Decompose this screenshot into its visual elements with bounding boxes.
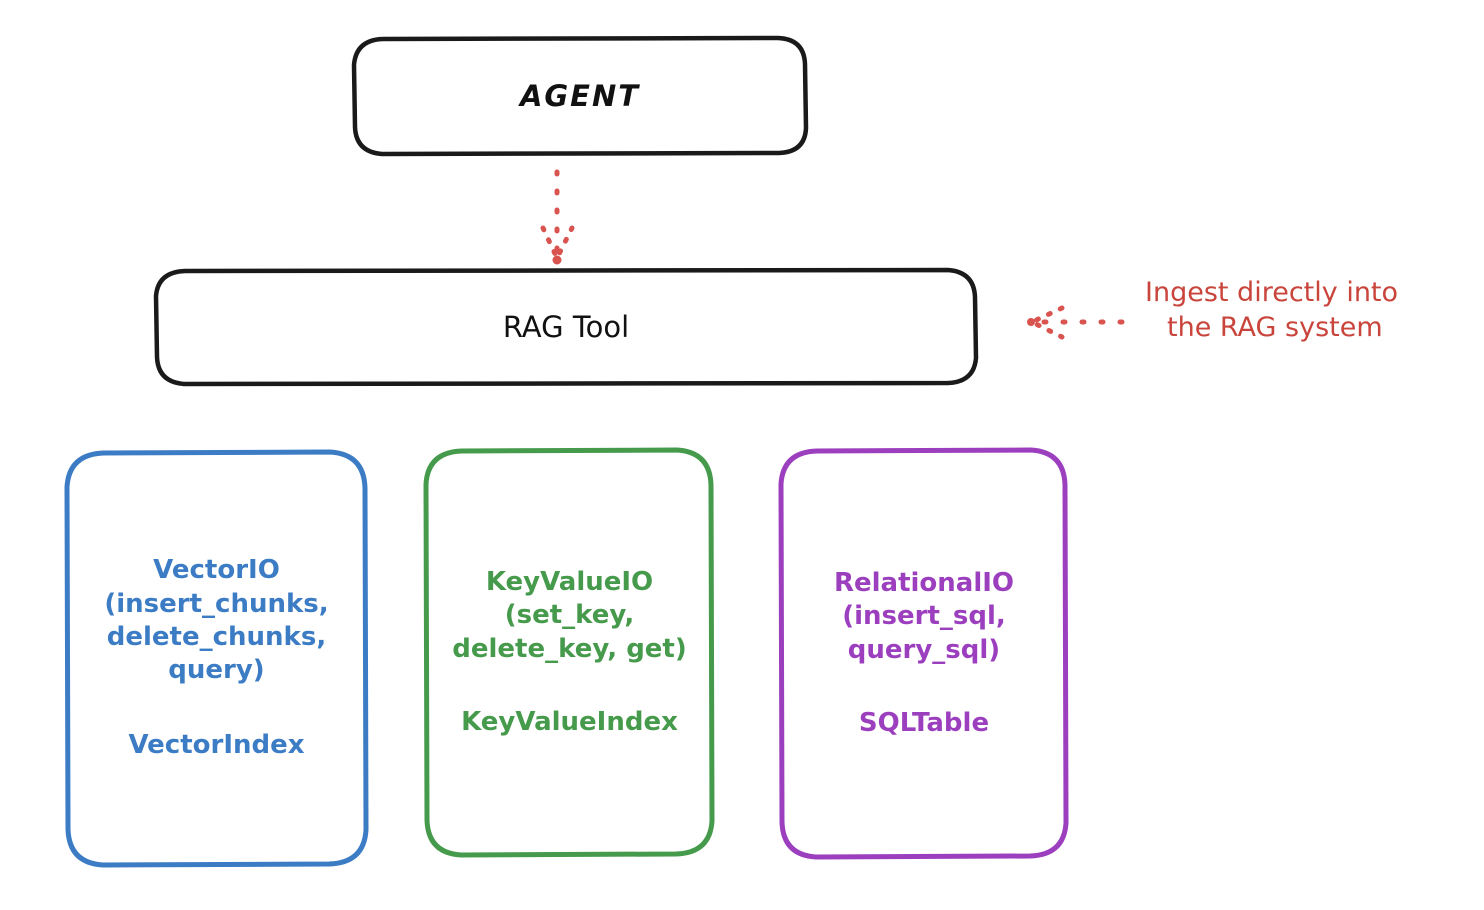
ingest-annotation-connector xyxy=(1027,305,1125,340)
relational-io-api-block: RelationalIO (insert_sql, query_sql) xyxy=(834,567,1014,667)
sql-table-label: SQLTable xyxy=(858,707,990,738)
agent-label: AGENT xyxy=(519,79,641,113)
keyvalue-index-label: KeyValueIndex xyxy=(461,706,678,737)
agent-node[interactable]: AGENT xyxy=(355,38,805,154)
vector-io-api-line-3: delete_chunks, xyxy=(106,621,327,652)
rag-tool-box-outline[interactable] xyxy=(153,267,979,387)
vector-io-api-line-1: VectorIO xyxy=(153,555,280,586)
vector-io-node[interactable]: VectorIO (insert_chunks, delete_chunks, … xyxy=(68,452,365,865)
rag-tool-label: RAG Tool xyxy=(502,310,630,344)
ingest-annotation: Ingest directly into the RAG system xyxy=(1145,276,1475,345)
vector-index-label: VectorIndex xyxy=(128,730,305,761)
rag-tool-node[interactable]: RAG Tool xyxy=(157,270,975,384)
ingest-annotation-line-2: the RAG system xyxy=(1167,311,1383,343)
keyvalue-io-box-outline[interactable] xyxy=(423,447,715,858)
agent-to-rag-tool-connector xyxy=(540,169,575,265)
vector-io-api-block: VectorIO (insert_chunks, delete_chunks, … xyxy=(104,554,328,687)
keyvalue-io-api-line-1: KeyValueIO xyxy=(485,566,654,597)
vector-io-box-outline[interactable] xyxy=(64,449,369,868)
relational-io-box-outline[interactable] xyxy=(778,447,1069,860)
vector-io-api-line-2: (insert_chunks, xyxy=(104,588,329,619)
agent-box-outline[interactable] xyxy=(351,35,809,157)
relational-io-node[interactable]: RelationalIO (insert_sql, query_sql) SQL… xyxy=(783,450,1065,857)
relational-io-api-line-3: query_sql) xyxy=(847,634,1001,665)
vector-io-api-line-4: query) xyxy=(168,655,265,686)
ingest-annotation-line-1: Ingest directly into xyxy=(1145,277,1399,308)
relational-io-api-line-1: RelationalIO xyxy=(833,567,1015,598)
keyvalue-io-node[interactable]: KeyValueIO (set_key, delete_key, get) Ke… xyxy=(428,450,711,855)
relational-io-api-line-2: (insert_sql, xyxy=(842,601,1006,632)
keyvalue-io-api-block: KeyValueIO (set_key, delete_key, get) xyxy=(452,566,687,666)
keyvalue-io-api-line-2: (set_key, xyxy=(504,600,635,631)
keyvalue-io-api-line-3: delete_key, get) xyxy=(452,633,687,664)
